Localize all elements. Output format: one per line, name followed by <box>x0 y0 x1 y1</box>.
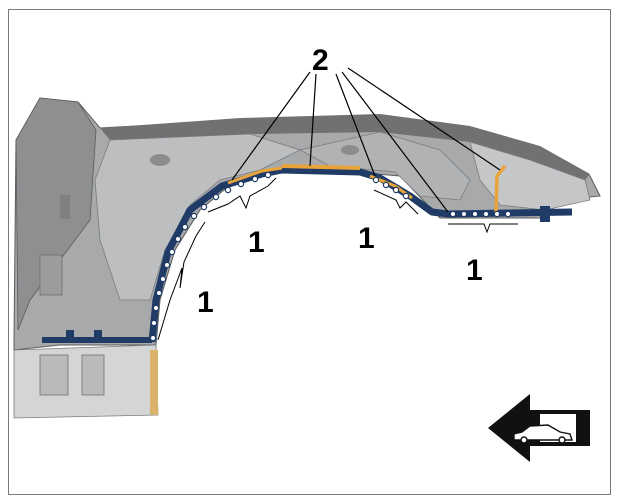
weld-point <box>402 192 410 200</box>
seam-right <box>494 164 507 213</box>
weld-point <box>493 210 501 218</box>
weld-point <box>149 334 157 342</box>
range-brackets <box>157 177 518 341</box>
panel-hole <box>341 145 359 155</box>
arrow-tail-bar <box>586 410 590 446</box>
callout-2: 2 <box>312 44 329 77</box>
weld-point <box>150 319 158 327</box>
leader-line <box>309 73 317 167</box>
upper-ridge <box>100 114 590 180</box>
c-pillar-inner <box>15 97 97 331</box>
weld-point <box>237 180 245 188</box>
bracket-right <box>448 223 518 234</box>
seam-arch-upper <box>227 166 283 185</box>
callout-1-right: 1 <box>466 254 483 287</box>
blue-clip <box>66 330 74 342</box>
sill-bracket <box>39 354 69 396</box>
leader-line <box>335 73 376 177</box>
weld-point <box>190 212 198 220</box>
leader-lines <box>231 67 501 213</box>
weld-point <box>482 210 490 218</box>
blue-arch-flange <box>148 166 573 343</box>
blue-tab <box>540 206 550 222</box>
panel-slot <box>39 254 63 296</box>
front-end-panel <box>469 141 591 211</box>
weld-point <box>168 248 176 256</box>
weld-point <box>471 210 479 218</box>
weld-point <box>382 181 390 189</box>
bracket-middle <box>373 189 419 215</box>
callout-1-lower-left: 1 <box>197 286 214 319</box>
weld-point <box>460 210 468 218</box>
weld-point <box>152 304 160 312</box>
weld-point <box>163 261 171 269</box>
callout-1-arch-top: 1 <box>248 226 265 259</box>
blue-clip <box>94 330 102 342</box>
panel-hole <box>150 154 170 166</box>
callout-1-middle: 1 <box>358 222 375 255</box>
leader-line <box>231 71 311 181</box>
weld-point <box>449 210 457 218</box>
wheel-arch-part <box>42 166 573 343</box>
weld-point <box>264 171 272 179</box>
direction-indicator <box>488 394 590 462</box>
car-icon <box>513 424 573 444</box>
weld-point <box>212 193 220 201</box>
weld-point <box>224 186 232 194</box>
panel-slot <box>60 195 70 219</box>
weld-point <box>200 203 208 211</box>
weld-point <box>159 275 167 283</box>
weld-point <box>251 175 259 183</box>
sill-bracket <box>81 354 105 396</box>
seam-top <box>281 164 361 170</box>
weld-point <box>155 289 163 297</box>
bracket-arch-lower <box>157 221 206 341</box>
bracket-arch-top <box>207 177 277 213</box>
weld-points <box>149 171 512 342</box>
leader-line <box>347 67 501 171</box>
sill-edge <box>150 350 158 415</box>
weld-point <box>181 223 189 231</box>
weld-point <box>372 176 380 184</box>
weld-point <box>504 210 512 218</box>
weld-point <box>174 235 182 243</box>
weld-point <box>392 186 400 194</box>
leader-line <box>341 71 449 213</box>
